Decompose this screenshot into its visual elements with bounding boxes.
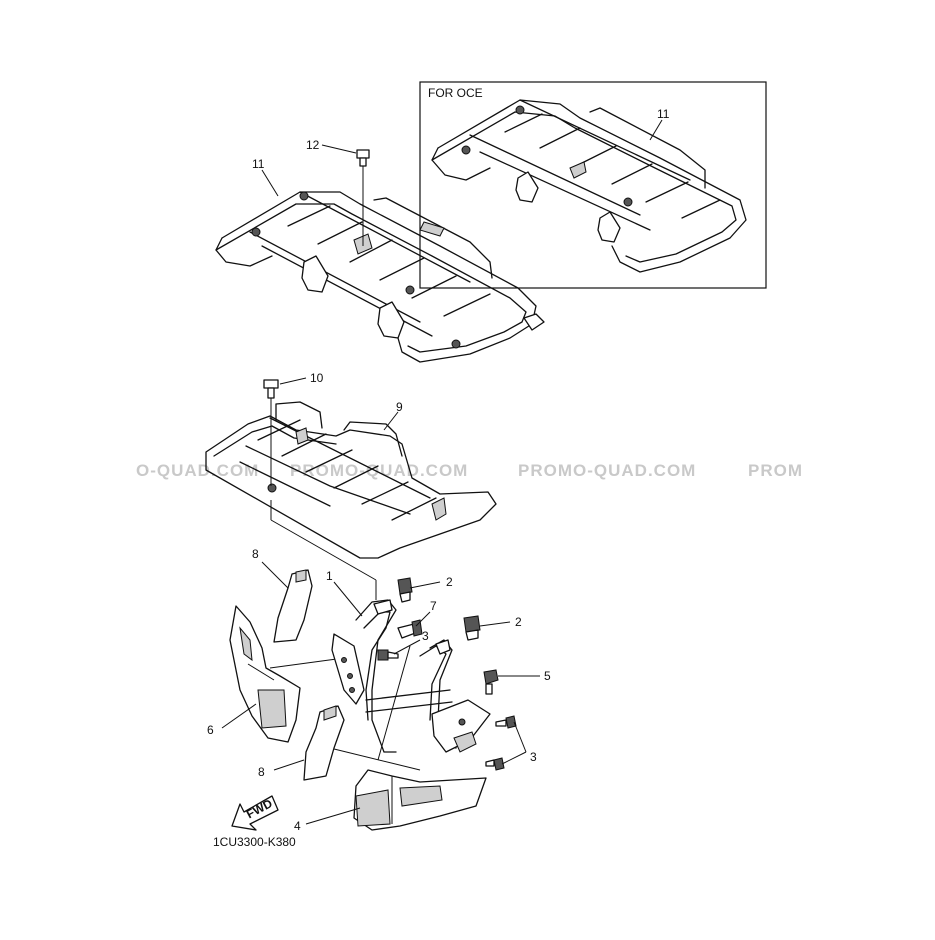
callout-3-left: 3 (422, 629, 429, 643)
oce-inset-box: FOR OCE (419, 81, 767, 289)
bracket-1 (331, 599, 491, 753)
fwd-arrow-icon: FWD (231, 795, 279, 831)
callout-6: 6 (207, 723, 214, 737)
callout-10: 10 (310, 371, 324, 385)
callout-7: 7 (430, 599, 437, 613)
bolt-5 (483, 669, 499, 695)
cover-8-lower (303, 705, 345, 781)
oce-box-label: FOR OCE (428, 86, 483, 100)
guard-6 (229, 605, 301, 743)
callout-leaders (221, 119, 663, 825)
bolt-3-right-upper (495, 715, 517, 729)
guard-4 (353, 769, 487, 831)
callout-9: 9 (396, 400, 403, 414)
callout-2-lower: 2 (515, 615, 522, 629)
callout-4: 4 (294, 819, 301, 833)
bolt-10 (263, 379, 279, 486)
watermark-3: PROMO-QUAD.COM (518, 461, 696, 480)
bolt-7 (397, 619, 423, 639)
callout-11-main: 11 (252, 157, 265, 171)
rear-carrier (215, 191, 545, 363)
cover-8-upper (273, 569, 313, 643)
callout-3-right: 3 (530, 750, 537, 764)
callout-8-upper: 8 (252, 547, 259, 561)
watermark-strip: O-QUAD.COM PROMO-QUAD.COM PROMO-QUAD.COM… (136, 461, 803, 480)
callout-11-oce: 11 (657, 107, 670, 121)
watermark-4: PROM (748, 461, 803, 480)
oce-rear-carrier (431, 99, 747, 273)
callout-8-lower: 8 (258, 765, 265, 779)
callout-2-upper: 2 (446, 575, 453, 589)
callout-1: 1 (326, 569, 333, 583)
watermark-2: PROMO-QUAD.COM (290, 461, 468, 480)
callout-numbers: 12 11 11 10 9 8 1 2 7 2 3 5 3 6 8 4 (207, 107, 670, 833)
callout-12: 12 (306, 138, 320, 152)
diagram-code: 1CU3300-K380 (213, 835, 296, 849)
front-carrier (205, 401, 497, 559)
bolt-3-right-lower (485, 757, 505, 771)
bolt-12 (356, 149, 370, 246)
bolt-3-left (377, 649, 399, 661)
assembly-guide-lines (269, 500, 421, 771)
grommet-2-lower (463, 615, 481, 641)
grommet-2-upper (397, 577, 413, 603)
callout-5: 5 (544, 669, 551, 683)
watermark-1: O-QUAD.COM (136, 461, 259, 480)
